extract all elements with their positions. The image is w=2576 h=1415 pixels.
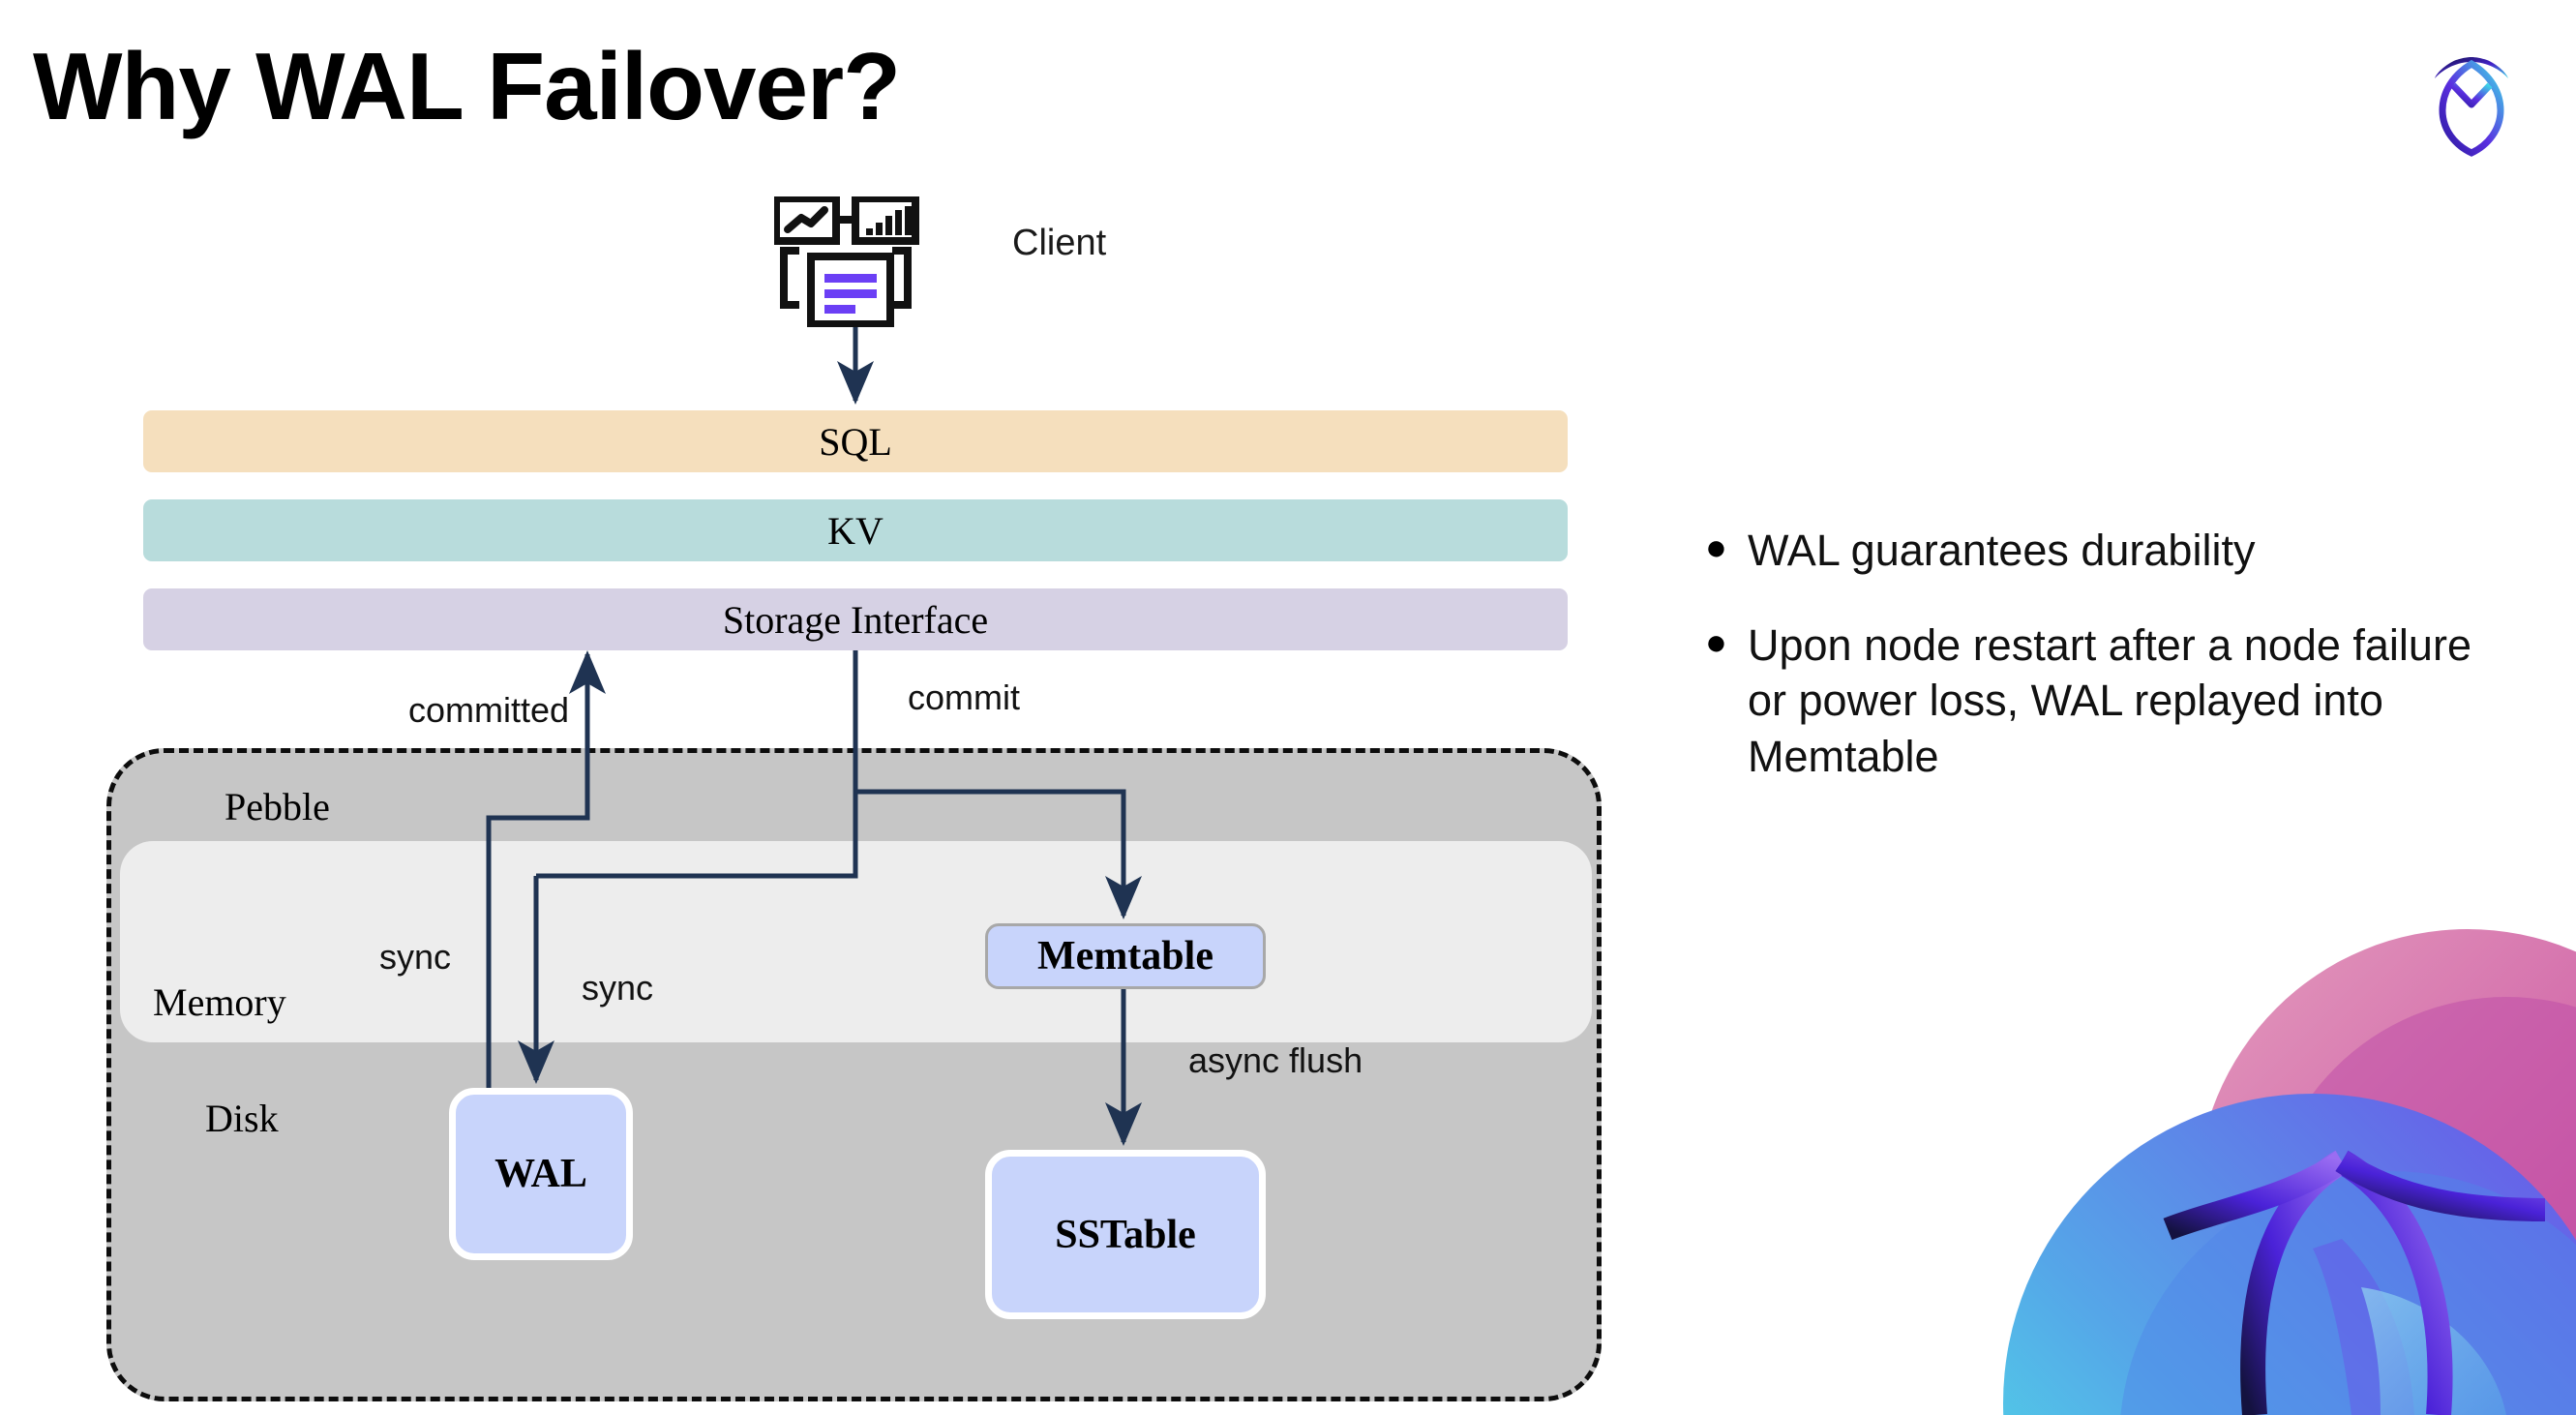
node-memtable: Memtable xyxy=(985,923,1266,989)
layer-bar-kv: KV xyxy=(143,499,1568,561)
node-sstable-label: SSTable xyxy=(1055,1212,1196,1257)
edge-label-commit: commit xyxy=(908,677,1020,717)
edge-label-async-flush: async flush xyxy=(1188,1040,1363,1080)
bullet-text: WAL guarantees durability xyxy=(1748,526,2256,575)
client-label: Client xyxy=(1012,223,1107,263)
edge-label-committed: committed xyxy=(408,690,570,730)
node-wal: WAL xyxy=(449,1088,633,1260)
client-monitor-icon xyxy=(772,195,929,328)
cockroachdb-logo xyxy=(2413,33,2530,159)
bullet-marker: ● xyxy=(1705,527,1727,568)
page-title: Why WAL Failover? xyxy=(33,33,901,139)
node-wal-label: WAL xyxy=(494,1152,587,1196)
edge-label-sync-b: sync xyxy=(582,968,654,1008)
edge-label-sync-a: sync xyxy=(379,937,452,977)
layer-bar-storage-interface-label: Storage Interface xyxy=(722,597,989,642)
layer-bar-kv-label: KV xyxy=(827,508,884,553)
list-item: ● WAL guarantees durability xyxy=(1705,523,2518,579)
layer-bar-storage-interface: Storage Interface xyxy=(143,588,1568,650)
pebble-label: Pebble xyxy=(225,785,330,828)
memory-region xyxy=(120,841,1592,1042)
bullet-marker: ● xyxy=(1705,621,1727,663)
disk-label: Disk xyxy=(205,1097,279,1140)
list-item: ● Upon node restart after a node failure… xyxy=(1705,617,2518,785)
bullet-list: ● WAL guarantees durability ● Upon node … xyxy=(1705,523,2518,823)
memory-label: Memory xyxy=(153,980,286,1024)
layer-bar-sql-label: SQL xyxy=(819,419,892,464)
corner-gradient-decoration xyxy=(1926,919,2576,1415)
layer-bar-sql: SQL xyxy=(143,410,1568,472)
bullet-text: Upon node restart after a node failure o… xyxy=(1748,619,2471,781)
node-memtable-label: Memtable xyxy=(1037,934,1213,978)
node-sstable: SSTable xyxy=(985,1150,1266,1319)
